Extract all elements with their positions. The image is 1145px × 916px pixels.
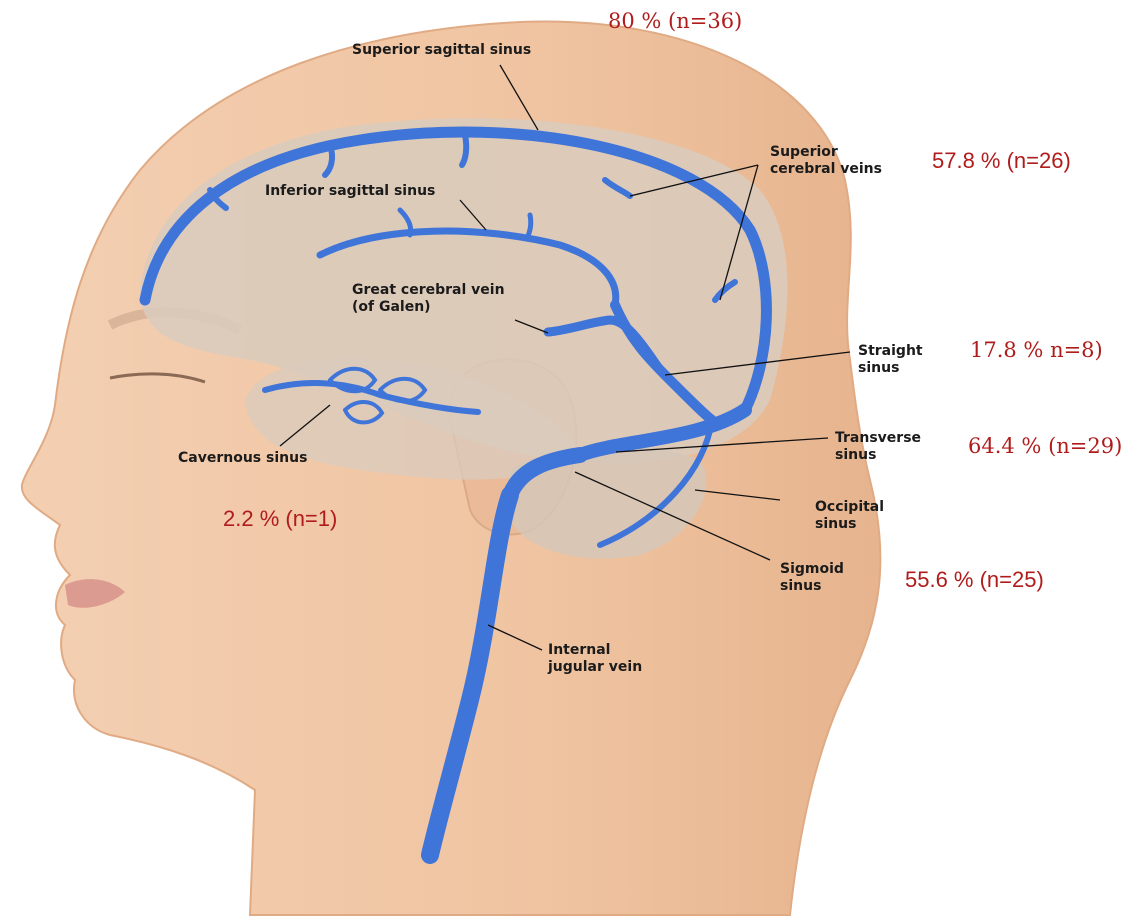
occipital-sinus-label-line2: sinus (815, 516, 856, 533)
internal-jugular-vein-label-line1: Internal (548, 642, 610, 659)
transverse-sinus-label-line1: Transverse (835, 430, 921, 447)
great-cerebral-vein-label-line2: (of Galen) (352, 299, 431, 316)
inferior-sagittal-sinus-label: Inferior sagittal sinus (265, 183, 435, 200)
superior-sagittal-sinus-label: Superior sagittal sinus (352, 42, 531, 59)
occipital-sinus-label-line1: Occipital (815, 499, 884, 516)
cavernous-sinus-label: Cavernous sinus (178, 450, 307, 467)
sigmoid-sinus-percentage: 55.6 % (n=25) (905, 567, 1044, 593)
superior-cerebral-veins-label-line1: Superior (770, 144, 838, 161)
transverse-sinus-label-line2: sinus (835, 447, 876, 464)
cavernous-sinus-percentage: 2.2 % (n=1) (223, 506, 337, 532)
sigmoid-sinus-label-line2: sinus (780, 578, 821, 595)
sigmoid-sinus-label-line1: Sigmoid (780, 561, 844, 578)
superior-cerebral-veins-percentage: 57.8 % (n=26) (932, 148, 1071, 174)
straight-sinus-percentage: 17.8 % n=8) (970, 338, 1103, 362)
straight-sinus-label-line2: sinus (858, 360, 899, 377)
superior-cerebral-veins-label-line2: cerebral veins (770, 161, 882, 178)
straight-sinus-label-line1: Straight (858, 343, 923, 360)
superior-sagittal-sinus-percentage: 80 % (n=36) (608, 9, 742, 33)
great-cerebral-vein-label-line1: Great cerebral vein (352, 282, 505, 299)
internal-jugular-vein-label-line2: jugular vein (548, 659, 642, 676)
transverse-sinus-percentage: 64.4 % (n=29) (968, 434, 1122, 458)
